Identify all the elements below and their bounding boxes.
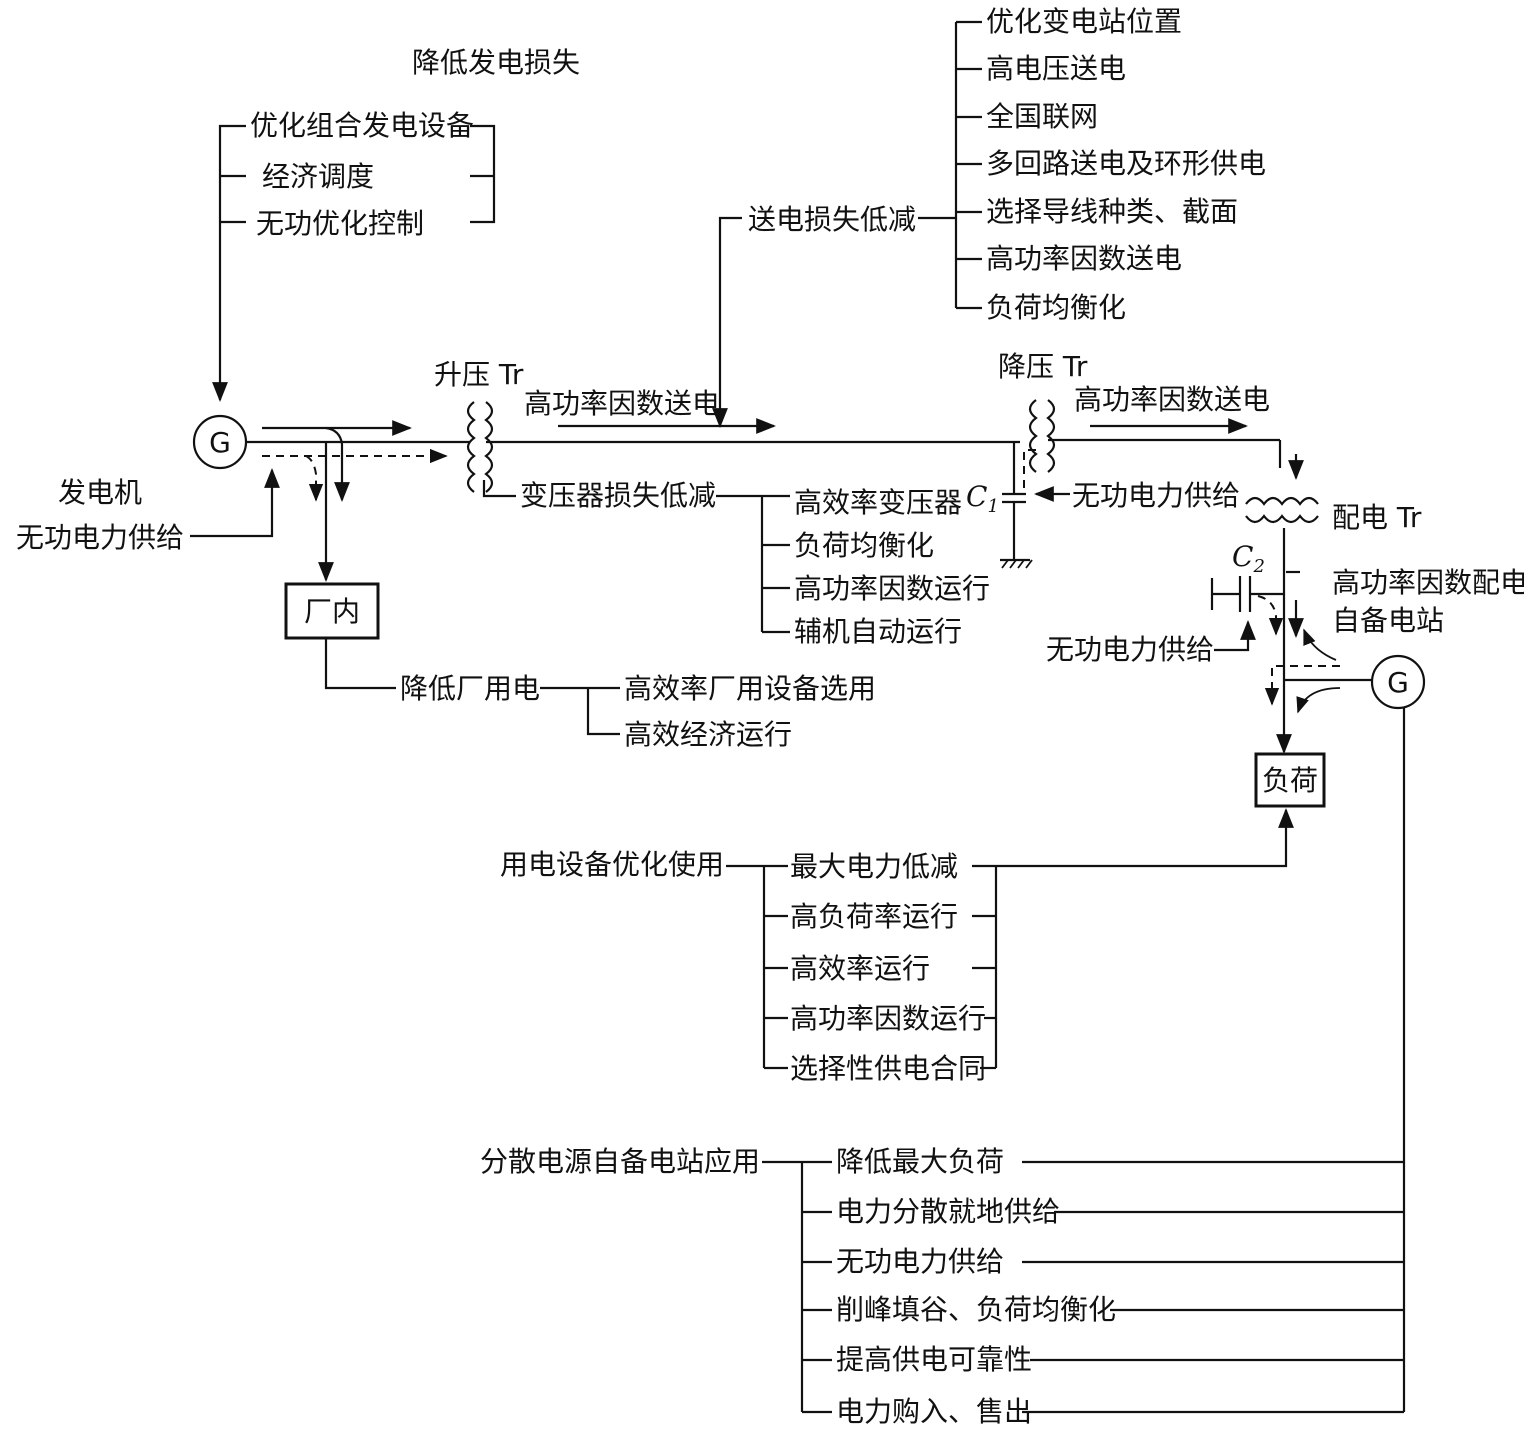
generation-item: 无功优化控制 (256, 207, 424, 240)
plant-item: 高效经济运行 (624, 718, 792, 751)
svg-text:负荷: 负荷 (1262, 764, 1318, 797)
distributed-item: 提高供电可靠性 (836, 1343, 1032, 1376)
equipment-title: 用电设备优化使用 (500, 848, 724, 881)
transmission-item: 高电压送电 (986, 52, 1126, 85)
step-down-transformer: 降压 Tr 高功率因数送电 C1 无功电力供给 (966, 350, 1282, 569)
transformer-loss-title: 变压器损失低减 (520, 479, 716, 512)
capacitor-c1-label: C1 (966, 480, 999, 517)
distribution-secondary-coil (1245, 514, 1319, 524)
generator-reactive-arrow (190, 468, 280, 538)
plant-loss-title: 降低厂用电 (400, 672, 540, 705)
transmission-loss-group: 送电损失低减 优化变电站位置 高电压送电 全国联网 多回路送电及环形供电 选择导… (712, 5, 1266, 428)
generation-to-generator-line (212, 124, 246, 402)
equipment-item: 高效率运行 (790, 952, 930, 985)
transformer-loss-item: 高功率因数运行 (794, 572, 990, 605)
distribution-label: 配电 Tr (1332, 501, 1422, 534)
c2-reactive-label: 无功电力供给 (1046, 633, 1214, 666)
generation-loss-title: 降低发电损失 (412, 46, 580, 79)
equipment-item: 高功率因数运行 (790, 1002, 986, 1035)
distribution-primary-coil (1245, 496, 1319, 506)
generation-loss-group: 降低发电损失 优化组合发电设备 经济调度 无功优化控制 (212, 46, 580, 402)
generator-right-symbol (1370, 654, 1426, 710)
generator-reactive-label: 无功电力供给 (16, 521, 184, 554)
load-box (1254, 752, 1326, 808)
step-up-transformer: 升压 Tr 高功率因数送电 (434, 358, 1020, 493)
c1-reactive-label: 无功电力供给 (1072, 479, 1240, 512)
generation-bracket (470, 124, 496, 224)
plant-group: 厂内 降低厂用电 高效率厂用设备选用 高效经济运行 (284, 582, 876, 751)
self-owned-plant-label: 自备电站 (1332, 604, 1444, 637)
transmission-item: 负荷均衡化 (986, 291, 1126, 324)
step-down-secondary-coil (1046, 399, 1056, 473)
transmission-item: 全国联网 (986, 100, 1098, 133)
step-up-label: 升压 Tr (434, 358, 524, 391)
generator-left: G 发电机 无功电力供给 (16, 414, 280, 554)
plant-active-branch (325, 426, 350, 502)
transformer-loss-group: 变压器损失低减 高效率变压器 负荷均衡化 高功率因数运行 辅机自动运行 (482, 479, 990, 648)
capacitor-c2-label: C2 (1232, 540, 1265, 577)
plant-item: 高效率厂用设备选用 (624, 672, 876, 705)
step-up-flow-label: 高功率因数送电 (524, 387, 720, 420)
transmission-item: 高功率因数送电 (986, 242, 1182, 275)
equipment-item: 高负荷率运行 (790, 900, 958, 933)
step-up-primary-coil (466, 401, 476, 493)
generator-label: 发电机 (58, 476, 142, 509)
plant-box (284, 582, 380, 640)
equipment-group: 用电设备优化使用 最大电力低减 高负荷率运行 高效率运行 高功率因数运行 选择性… (500, 808, 1294, 1085)
svg-text:G: G (209, 426, 231, 459)
svg-text:厂内: 厂内 (304, 595, 360, 628)
plant-reactive-branch (305, 455, 324, 502)
equipment-item: 选择性供电合同 (790, 1052, 986, 1085)
step-up-to-loss-line (482, 480, 516, 498)
plant-to-title-line (324, 638, 396, 690)
distributed-item: 降低最大负荷 (836, 1145, 1004, 1178)
step-down-flow-label: 高功率因数送电 (1074, 383, 1270, 416)
transformer-loss-item: 辅机自动运行 (794, 615, 962, 648)
distributed-item: 电力购入、售出 (836, 1395, 1032, 1428)
distributed-group: 分散电源自备电站应用 降低最大负荷 电力分散就地供给 无功电力供给 削峰填谷、负… (480, 708, 1406, 1428)
equipment-to-load-arrow (996, 808, 1294, 868)
transmission-item: 优化变电站位置 (986, 5, 1182, 38)
distributed-title: 分散电源自备电站应用 (480, 1145, 760, 1178)
distribution-section: 配电 Tr C2 无功电力供给 高功率因数配电 自备电站 G 负荷 (1046, 454, 1524, 808)
step-down-label: 降压 Tr (998, 350, 1088, 383)
transmission-item: 选择导线种类、截面 (986, 195, 1238, 228)
step-down-primary-coil (1028, 399, 1038, 473)
transmission-loss-title: 送电损失低减 (748, 203, 916, 236)
transmission-item: 多回路送电及环形供电 (986, 147, 1266, 180)
plant-bracket (586, 688, 620, 736)
transmission-to-line-arrow (712, 216, 742, 428)
equipment-item: 最大电力低减 (790, 850, 958, 883)
distributed-item: 削峰填谷、负荷均衡化 (836, 1293, 1116, 1326)
distributed-item: 电力分散就地供给 (836, 1195, 1060, 1228)
distributed-item: 无功电力供给 (836, 1245, 1004, 1278)
step-up-secondary-coil (484, 401, 494, 493)
generation-item: 经济调度 (262, 160, 374, 193)
transformer-loss-item: 高效率变压器 (794, 486, 962, 519)
transformer-loss-item: 负荷均衡化 (794, 529, 934, 562)
generation-item: 优化组合发电设备 (250, 109, 474, 142)
svg-text:G: G (1387, 666, 1409, 699)
c2-reactive-arrow (1214, 620, 1256, 652)
distribution-note: 高功率因数配电 (1332, 566, 1524, 599)
